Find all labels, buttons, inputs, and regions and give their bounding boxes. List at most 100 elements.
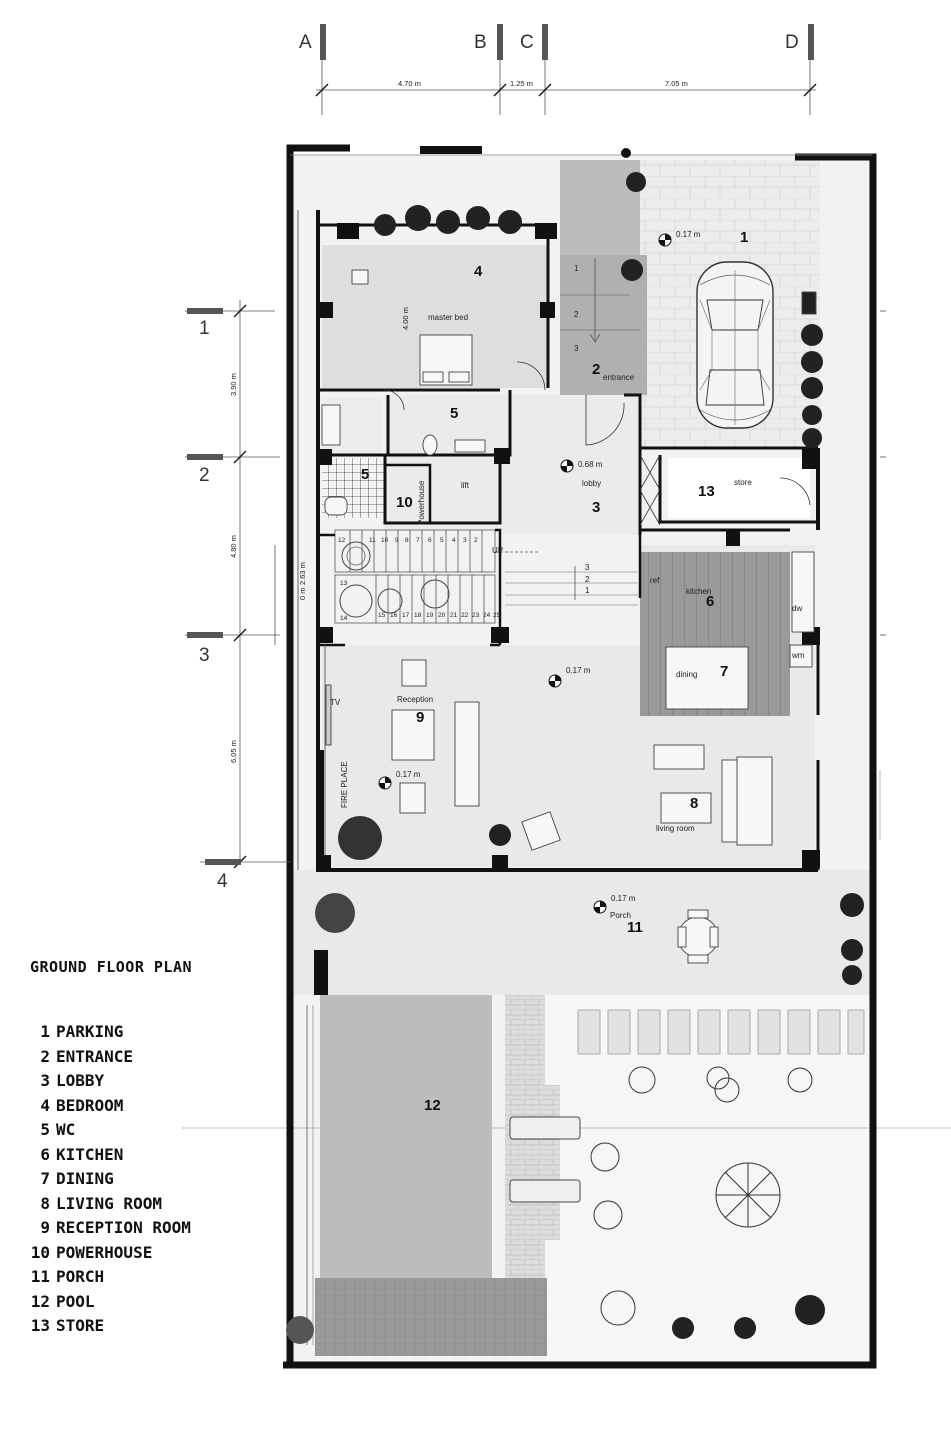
room-num-bedroom: 4 bbox=[474, 263, 483, 280]
legend-number: 1 bbox=[40, 1022, 50, 1041]
furniture bbox=[321, 269, 817, 964]
legend-item: 2 ENTRANCE bbox=[18, 1047, 191, 1072]
dim-bedroom: 4.00 m bbox=[401, 307, 410, 330]
svg-text:4: 4 bbox=[452, 537, 456, 544]
grid-labels: A B C D 1 2 3 4 bbox=[199, 32, 799, 892]
legend-name: STORE bbox=[56, 1316, 105, 1335]
kitchen-label: kitchen bbox=[686, 587, 711, 596]
room-numbers: 1 2 3 4 5 5 6 7 8 9 10 11 12 13 bbox=[361, 229, 748, 1114]
room-num-parking: 1 bbox=[740, 229, 748, 246]
dimension-labels: 4.70 m 1.25 m 7.05 m 3.90 m 4.80 m 6.05 … bbox=[229, 79, 688, 763]
lift-label: lift bbox=[461, 481, 470, 490]
legend-name: WC bbox=[56, 1120, 76, 1139]
dim-bc: 1.25 m bbox=[510, 79, 533, 88]
bedroom-label: master bed bbox=[428, 313, 468, 322]
powerhouse-label: Powerhouse bbox=[417, 480, 426, 525]
grid-col-c: C bbox=[520, 32, 534, 53]
grid-row-1: 1 bbox=[199, 318, 210, 339]
svg-text:18: 18 bbox=[414, 612, 422, 619]
lobby-level: 0.68 m bbox=[578, 460, 603, 469]
porch-label: Porch bbox=[610, 911, 631, 920]
legend-number: 9 bbox=[40, 1218, 50, 1237]
legend-name: BEDROOM bbox=[56, 1095, 124, 1115]
paving-stones bbox=[577, 1009, 865, 1055]
store-label: store bbox=[734, 478, 752, 487]
room-num-wc1: 5 bbox=[450, 405, 458, 422]
svg-text:1: 1 bbox=[585, 586, 590, 595]
legend-number: 6 bbox=[40, 1144, 50, 1164]
svg-text:8: 8 bbox=[405, 537, 409, 544]
loungers bbox=[509, 1116, 581, 1203]
legend-number: 11 bbox=[30, 1267, 50, 1286]
svg-text:23: 23 bbox=[472, 612, 480, 619]
legend-item: 4 BEDROOM bbox=[18, 1096, 191, 1121]
tv-label: TV bbox=[330, 698, 341, 707]
legend-number: 12 bbox=[30, 1291, 50, 1311]
dim-stair-2: 0 m bbox=[298, 587, 307, 600]
room-num-living: 8 bbox=[690, 795, 698, 812]
reception-level: 0.17 m bbox=[396, 770, 421, 779]
legend-number: 5 bbox=[40, 1120, 50, 1139]
svg-text:19: 19 bbox=[426, 612, 434, 619]
doors bbox=[383, 361, 811, 526]
stair-area bbox=[322, 530, 500, 645]
room-num-lobby: 3 bbox=[592, 499, 600, 516]
dishwasher-label: dw bbox=[792, 604, 802, 613]
level-markers bbox=[378, 233, 672, 914]
entrance-step-3: 3 bbox=[574, 344, 579, 353]
legend-name: ENTRANCE bbox=[56, 1046, 134, 1066]
dim-12: 3.90 m bbox=[229, 373, 238, 396]
svg-text:21: 21 bbox=[450, 612, 458, 619]
svg-text:2: 2 bbox=[474, 537, 478, 544]
room-num-porch: 11 bbox=[627, 919, 643, 936]
legend-number: 8 bbox=[40, 1193, 50, 1213]
legend-name: LOBBY bbox=[56, 1071, 105, 1090]
reception-label: Reception bbox=[397, 695, 433, 704]
parking-level: 0.17 m bbox=[676, 230, 701, 239]
dim-23: 4.80 m bbox=[229, 535, 238, 558]
room-num-wc2: 5 bbox=[361, 466, 369, 483]
legend-name: LIVING ROOM bbox=[56, 1193, 162, 1213]
svg-text:5: 5 bbox=[440, 537, 444, 544]
svg-text:3: 3 bbox=[585, 563, 590, 572]
fridge-label: ref bbox=[650, 576, 660, 585]
pool-deck bbox=[315, 1278, 547, 1356]
dining-label: dining bbox=[676, 670, 697, 679]
legend-number: 4 bbox=[40, 1095, 50, 1115]
dim-ab: 4.70 m bbox=[398, 79, 421, 88]
room-num-powerhouse: 10 bbox=[396, 494, 413, 511]
room-num-kitchen: 6 bbox=[706, 593, 714, 610]
grid-col-d: D bbox=[785, 32, 799, 53]
legend-number: 13 bbox=[30, 1316, 50, 1335]
legend-number: 2 bbox=[40, 1046, 50, 1066]
porch-level: 0.17 m bbox=[611, 894, 636, 903]
svg-text:22: 22 bbox=[461, 612, 469, 619]
room-labels: 0.17 m entrance 1 2 3 lobby 0.68 m maste… bbox=[330, 230, 805, 920]
legend-name: PARKING bbox=[56, 1022, 124, 1041]
legend-name: DINING bbox=[56, 1169, 114, 1188]
stair-labels: UP 12 11 10 9 8 7 6 5 4 3 2 13 14 15 16 … bbox=[338, 537, 590, 622]
garden-tree-icons bbox=[590, 1066, 813, 1326]
plan-title: GROUND FLOOR PLAN bbox=[30, 958, 193, 976]
grid-row-4: 4 bbox=[217, 871, 228, 892]
store-floor bbox=[668, 458, 810, 518]
room-num-pool: 12 bbox=[424, 1097, 441, 1114]
fireplace-label: FIRE PLACE bbox=[340, 761, 349, 808]
svg-text:25: 25 bbox=[493, 612, 501, 619]
svg-text:10: 10 bbox=[381, 537, 389, 544]
svg-text:17: 17 bbox=[402, 612, 410, 619]
legend-item: 5 WC bbox=[18, 1120, 191, 1145]
entrance-step-1: 1 bbox=[574, 264, 579, 273]
staircase bbox=[334, 529, 638, 624]
legend-item: 13 STORE bbox=[18, 1316, 191, 1341]
svg-text:16: 16 bbox=[390, 612, 398, 619]
grid-ticks bbox=[233, 83, 817, 869]
svg-text:12: 12 bbox=[338, 537, 346, 544]
pool bbox=[320, 995, 492, 1278]
svg-text:15: 15 bbox=[378, 612, 386, 619]
